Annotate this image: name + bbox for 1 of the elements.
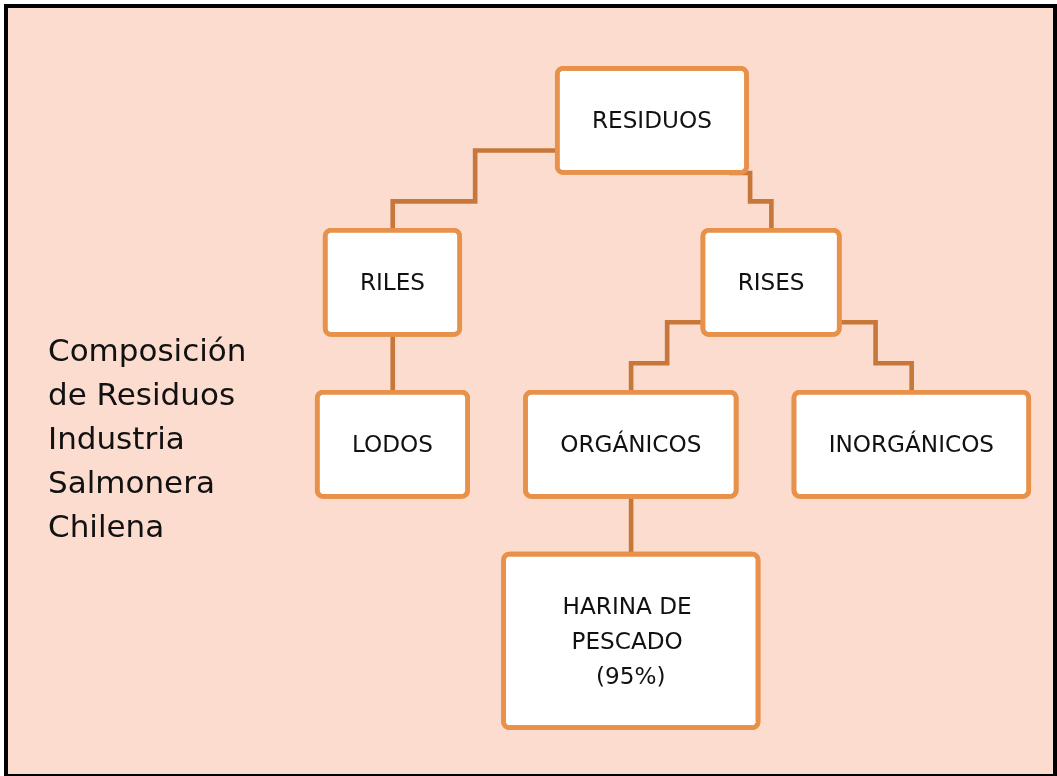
diagram-title: Composición de Residuos Industria Salmonera Chilena — [48, 331, 248, 546]
